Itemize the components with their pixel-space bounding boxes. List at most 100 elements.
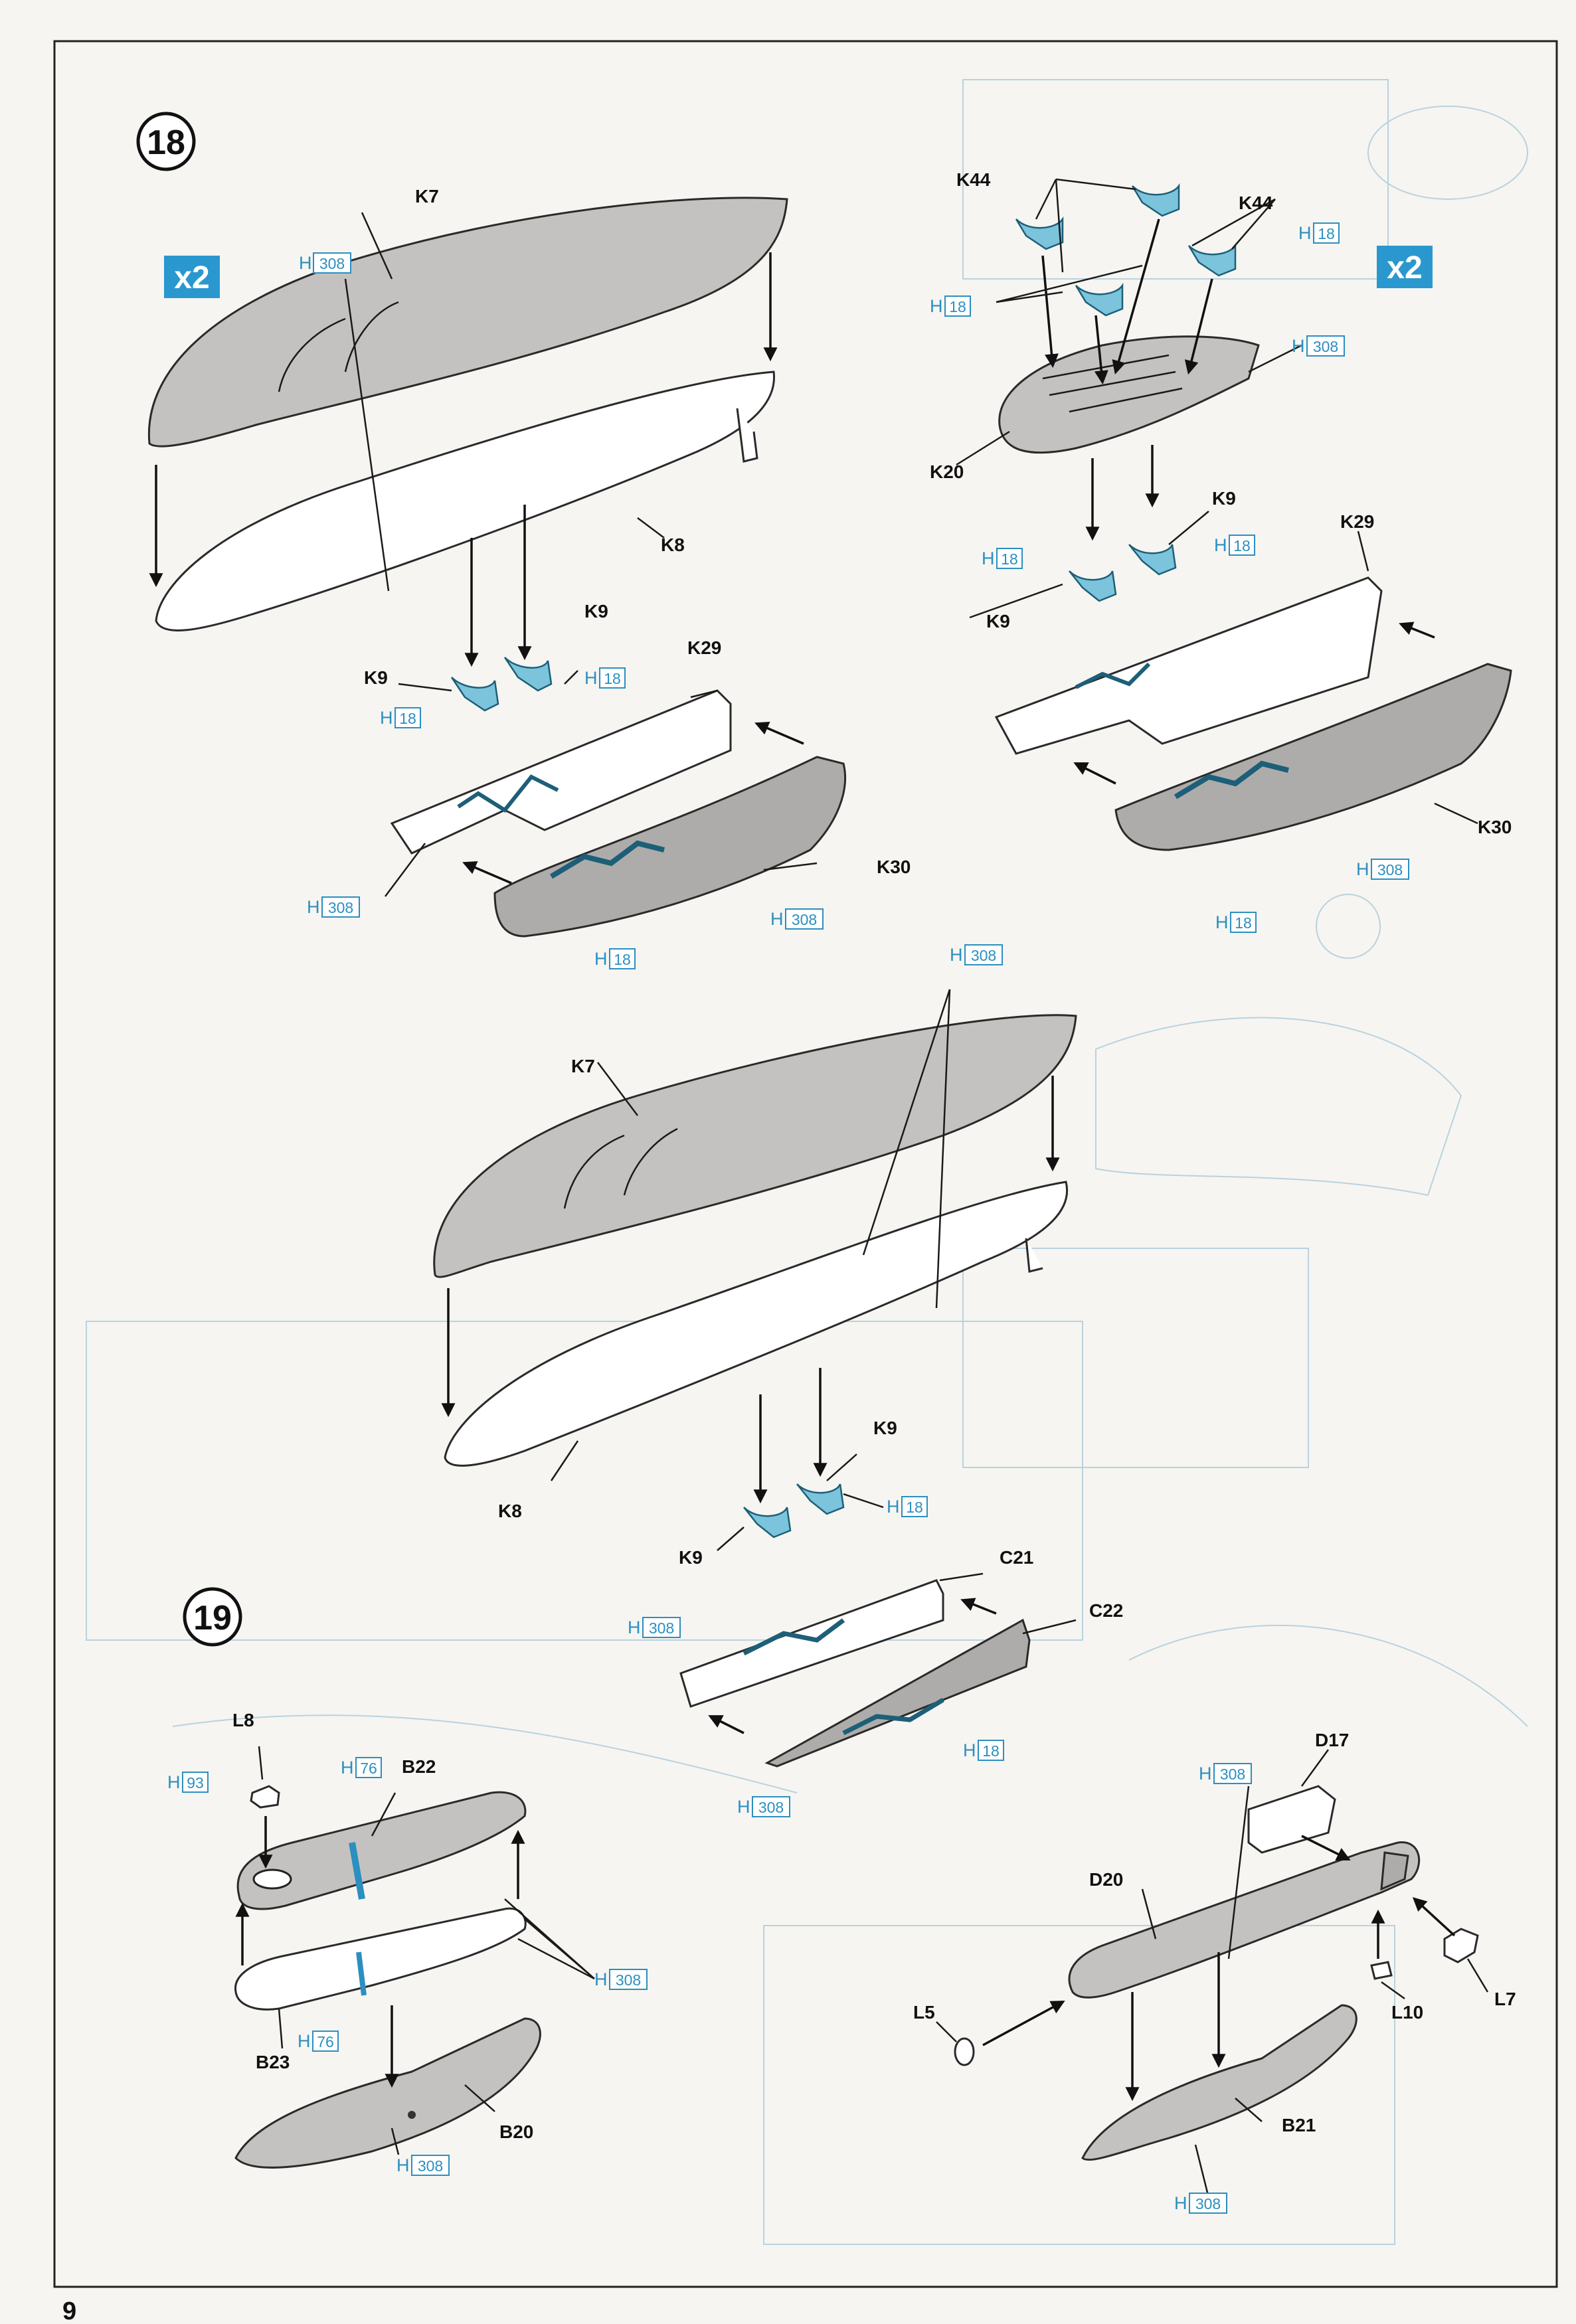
- part-label: K29: [687, 637, 721, 658]
- step-number: 19: [193, 1599, 232, 1637]
- bollard-k44: [1187, 242, 1237, 277]
- hull-k30: [493, 756, 847, 938]
- part-label: K44: [956, 169, 991, 190]
- missile-body-d20: [1068, 1841, 1421, 1999]
- part-label: K30: [877, 857, 911, 877]
- deck-k29: [994, 576, 1383, 755]
- svg-text:308: 308: [1220, 1766, 1245, 1783]
- bollard-k44: [1075, 282, 1124, 317]
- svg-text:H: H: [594, 1969, 608, 1989]
- part-l7: [1443, 1928, 1479, 1963]
- paint-callout: H 308: [1292, 335, 1345, 357]
- svg-text:18: 18: [614, 951, 631, 968]
- svg-text:18: 18: [1318, 225, 1335, 242]
- svg-text:308: 308: [1377, 861, 1403, 878]
- svg-text:H: H: [594, 949, 608, 969]
- svg-text:H: H: [950, 945, 963, 965]
- base-b20: [234, 2017, 541, 2169]
- multiplier-badge-right: x2: [1377, 246, 1433, 288]
- svg-text:308: 308: [319, 255, 345, 272]
- body-b23: [234, 1907, 527, 2011]
- svg-text:H: H: [737, 1797, 750, 1817]
- step-19: 19 L8 B22 B23 B20 H: [167, 1587, 1516, 2214]
- part-label: D17: [1315, 1730, 1349, 1750]
- disc-l5: [954, 2037, 975, 2066]
- hull-assembly-center: K7 K8 K9 K9 C21 C22 H 308 H 18 H 308: [433, 944, 1123, 1817]
- svg-text:308: 308: [1313, 338, 1338, 355]
- missile-assembly-right: D17 D20 L5 L7 L10 B21 H 308 H 308: [913, 1730, 1516, 2214]
- part-label: L5: [913, 2002, 935, 2023]
- svg-text:H: H: [1174, 2193, 1187, 2213]
- multiplier-badge-left: x2: [164, 256, 220, 298]
- svg-text:18: 18: [399, 710, 416, 727]
- svg-text:H: H: [1356, 859, 1369, 879]
- part-label: B23: [256, 2052, 290, 2072]
- paint-callout: H 76: [298, 2031, 339, 2052]
- paint-callout: H 76: [341, 1757, 382, 1778]
- hull-bottom-k8: [444, 1181, 1069, 1467]
- paint-callout: H 308: [396, 2155, 450, 2176]
- part-label: L7: [1494, 1989, 1516, 2009]
- missile-assembly-left: L8 B22 B23 B20 H 93 H 76 H 308 H: [167, 1710, 648, 2176]
- svg-text:18: 18: [604, 670, 621, 687]
- part-label: K7: [415, 186, 439, 207]
- paint-callout: H 93: [167, 1772, 209, 1793]
- body-b22: [236, 1791, 527, 1910]
- paint-callout: H 18: [1215, 912, 1257, 933]
- part-l10: [1370, 1961, 1393, 1980]
- hull-assembly-upper-left: K7 K8 K9 K9 K29 K30 H 308 H 18 H 18 H: [147, 186, 911, 969]
- svg-text:H: H: [307, 897, 320, 917]
- part-label: K30: [1478, 817, 1512, 837]
- part-label: K9: [679, 1547, 703, 1568]
- part-l8: [250, 1785, 280, 1809]
- svg-text:H: H: [963, 1740, 976, 1760]
- svg-text:H: H: [628, 1618, 641, 1637]
- mount-k9: [1069, 570, 1117, 602]
- multiplier-text: x2: [174, 260, 209, 295]
- svg-text:H: H: [299, 253, 312, 273]
- svg-text:308: 308: [649, 1619, 674, 1637]
- svg-text:308: 308: [758, 1799, 784, 1816]
- bollard-k44: [1015, 216, 1064, 250]
- svg-text:93: 93: [187, 1774, 204, 1791]
- deck-c21: [679, 1579, 944, 1708]
- step-number-badge: [183, 1587, 242, 1647]
- svg-text:308: 308: [418, 2157, 443, 2175]
- svg-text:308: 308: [971, 947, 996, 964]
- page-frame: [53, 40, 1558, 2288]
- part-label: K8: [661, 535, 685, 555]
- base-b21: [1081, 2004, 1357, 2161]
- hull-k30: [1114, 663, 1512, 851]
- part-label: K9: [1212, 488, 1236, 509]
- part-label: L10: [1391, 2002, 1423, 2023]
- svg-text:308: 308: [792, 911, 817, 928]
- part-label: B22: [402, 1756, 436, 1777]
- mount-k9: [743, 1507, 792, 1538]
- svg-text:H: H: [887, 1497, 900, 1517]
- svg-text:18: 18: [1235, 914, 1252, 932]
- part-label: D20: [1089, 1869, 1123, 1890]
- part-d17: [1247, 1785, 1336, 1854]
- mount-k9: [450, 677, 499, 712]
- svg-text:H: H: [1214, 535, 1227, 555]
- paint-callout: H 18: [584, 667, 626, 689]
- svg-text:H: H: [1292, 336, 1305, 356]
- paint-callout: H 18: [982, 548, 1023, 569]
- paint-callout: H 308: [1356, 859, 1409, 880]
- deck-k29: [390, 689, 732, 855]
- svg-text:18: 18: [1001, 550, 1018, 568]
- part-label: K20: [930, 461, 964, 482]
- step-number: 18: [147, 124, 185, 162]
- svg-text:H: H: [298, 2031, 311, 2051]
- svg-text:H: H: [341, 1758, 354, 1778]
- part-label: K9: [873, 1418, 897, 1438]
- part-label: B20: [499, 2121, 533, 2142]
- part-label: C22: [1089, 1600, 1123, 1621]
- hull-top-k7: [147, 197, 788, 448]
- paint-callout: H 308: [628, 1617, 681, 1638]
- paint-callout: H 18: [930, 295, 971, 317]
- paint-callout: H 18: [1214, 535, 1255, 556]
- multiplier-text: x2: [1387, 250, 1422, 286]
- paint-callout: H 18: [887, 1496, 928, 1517]
